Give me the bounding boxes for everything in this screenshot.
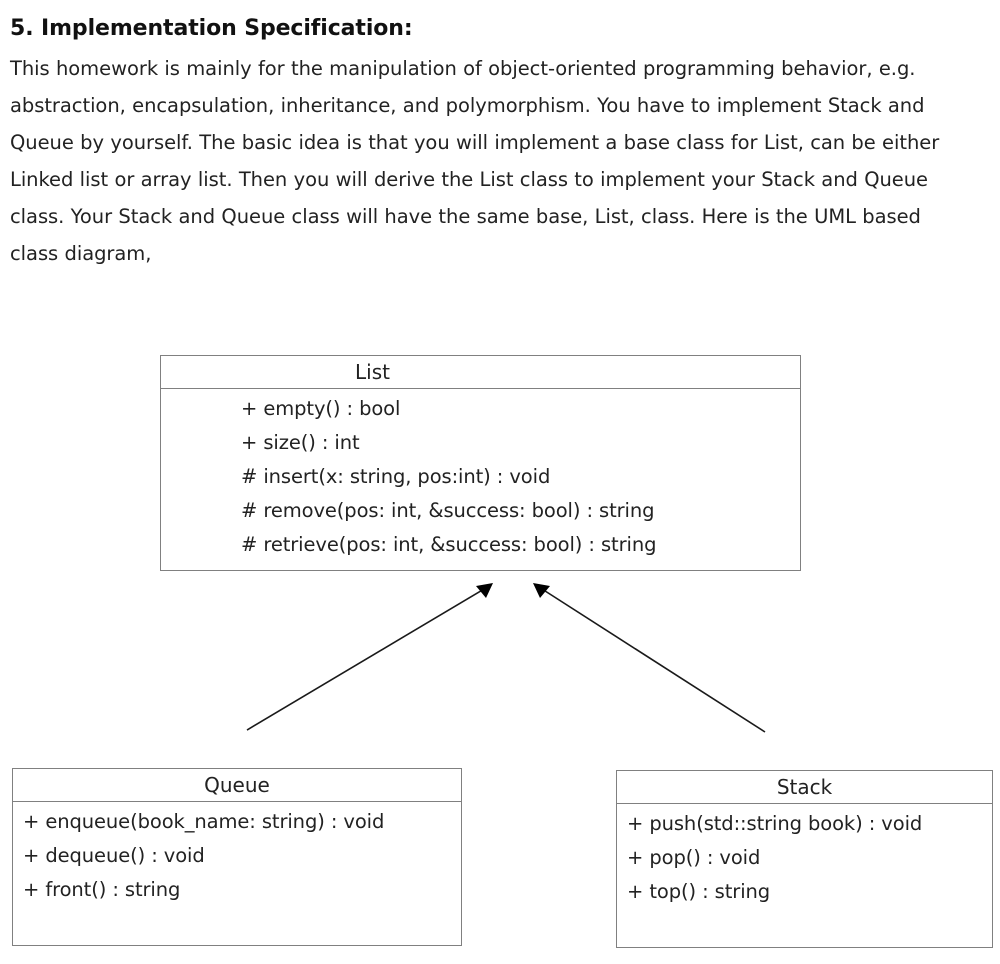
uml-members-queue: + enqueue(book_name: string) : void + de… bbox=[13, 802, 461, 907]
uml-members-list: + empty() : bool + size() : int # insert… bbox=[161, 389, 800, 562]
uml-members-stack: + push(std::string book) : void + pop() … bbox=[617, 804, 992, 909]
uml-member: + push(std::string book) : void bbox=[627, 812, 923, 835]
uml-member: + front() : string bbox=[23, 878, 181, 901]
uml-member: + top() : string bbox=[627, 880, 771, 903]
uml-class-title-list: List bbox=[161, 356, 800, 389]
uml-member: # retrieve(pos: int, &success: bool) : s… bbox=[241, 533, 657, 556]
arrow-stack-to-list bbox=[533, 583, 766, 733]
uml-member: + size() : int bbox=[241, 431, 360, 454]
uml-member: # insert(x: string, pos:int) : void bbox=[241, 465, 551, 488]
specification-text-block: 5. Implementation Specification: This ho… bbox=[10, 14, 962, 272]
arrow-queue-to-list bbox=[246, 583, 493, 731]
intro-paragraph: This homework is mainly for the manipula… bbox=[10, 57, 940, 265]
uml-member: # remove(pos: int, &success: bool) : str… bbox=[241, 499, 655, 522]
uml-class-title-stack: Stack bbox=[617, 771, 992, 804]
uml-class-box-queue[interactable]: Queue + enqueue(book_name: string) : voi… bbox=[12, 768, 462, 946]
uml-member: + dequeue() : void bbox=[23, 844, 205, 867]
uml-member: + pop() : void bbox=[627, 846, 761, 869]
uml-class-box-list[interactable]: List + empty() : bool + size() : int # i… bbox=[160, 355, 801, 571]
uml-class-box-stack[interactable]: Stack + push(std::string book) : void + … bbox=[616, 770, 993, 948]
uml-class-title-queue: Queue bbox=[13, 769, 461, 802]
uml-member: + empty() : bool bbox=[241, 397, 401, 420]
uml-member: + enqueue(book_name: string) : void bbox=[23, 810, 385, 833]
page-title: 5. Implementation Specification: bbox=[10, 16, 413, 41]
